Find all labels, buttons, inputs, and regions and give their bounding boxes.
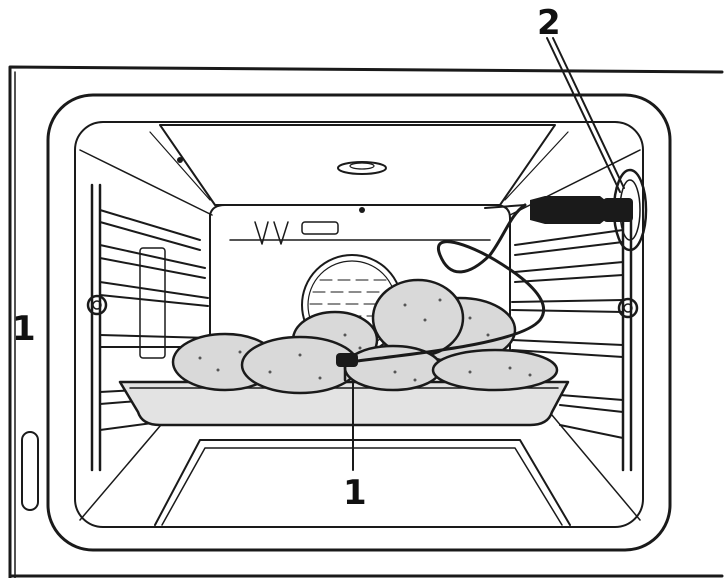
cavity-ceiling [149, 124, 569, 206]
potato [431, 348, 559, 392]
callout-probe-tip: 1 [343, 473, 367, 513]
leader-lines [352, 37, 625, 471]
callout-oven-side: 1 [12, 309, 36, 349]
probe-cable [348, 203, 545, 364]
meat-probe [336, 353, 358, 382]
potatoes [171, 278, 559, 395]
probe-socket [530, 168, 648, 252]
rack-bolt-icon [617, 297, 639, 319]
potato [371, 278, 465, 358]
cavity-outer-frame [46, 93, 672, 552]
right-rack-rails [509, 149, 641, 521]
cavity-floor [154, 439, 571, 526]
rack-bolt-icon [86, 294, 108, 316]
cavity-inner-frame [74, 121, 644, 528]
door-latch-slot [21, 431, 39, 511]
potato-speckles [198, 298, 532, 382]
cavity-back-wall [209, 204, 511, 361]
oven-cabinet [8, 65, 724, 580]
ceiling-lamp [337, 161, 387, 175]
callout-probe-socket: 2 [537, 3, 561, 43]
left-rack-rails [79, 149, 213, 521]
